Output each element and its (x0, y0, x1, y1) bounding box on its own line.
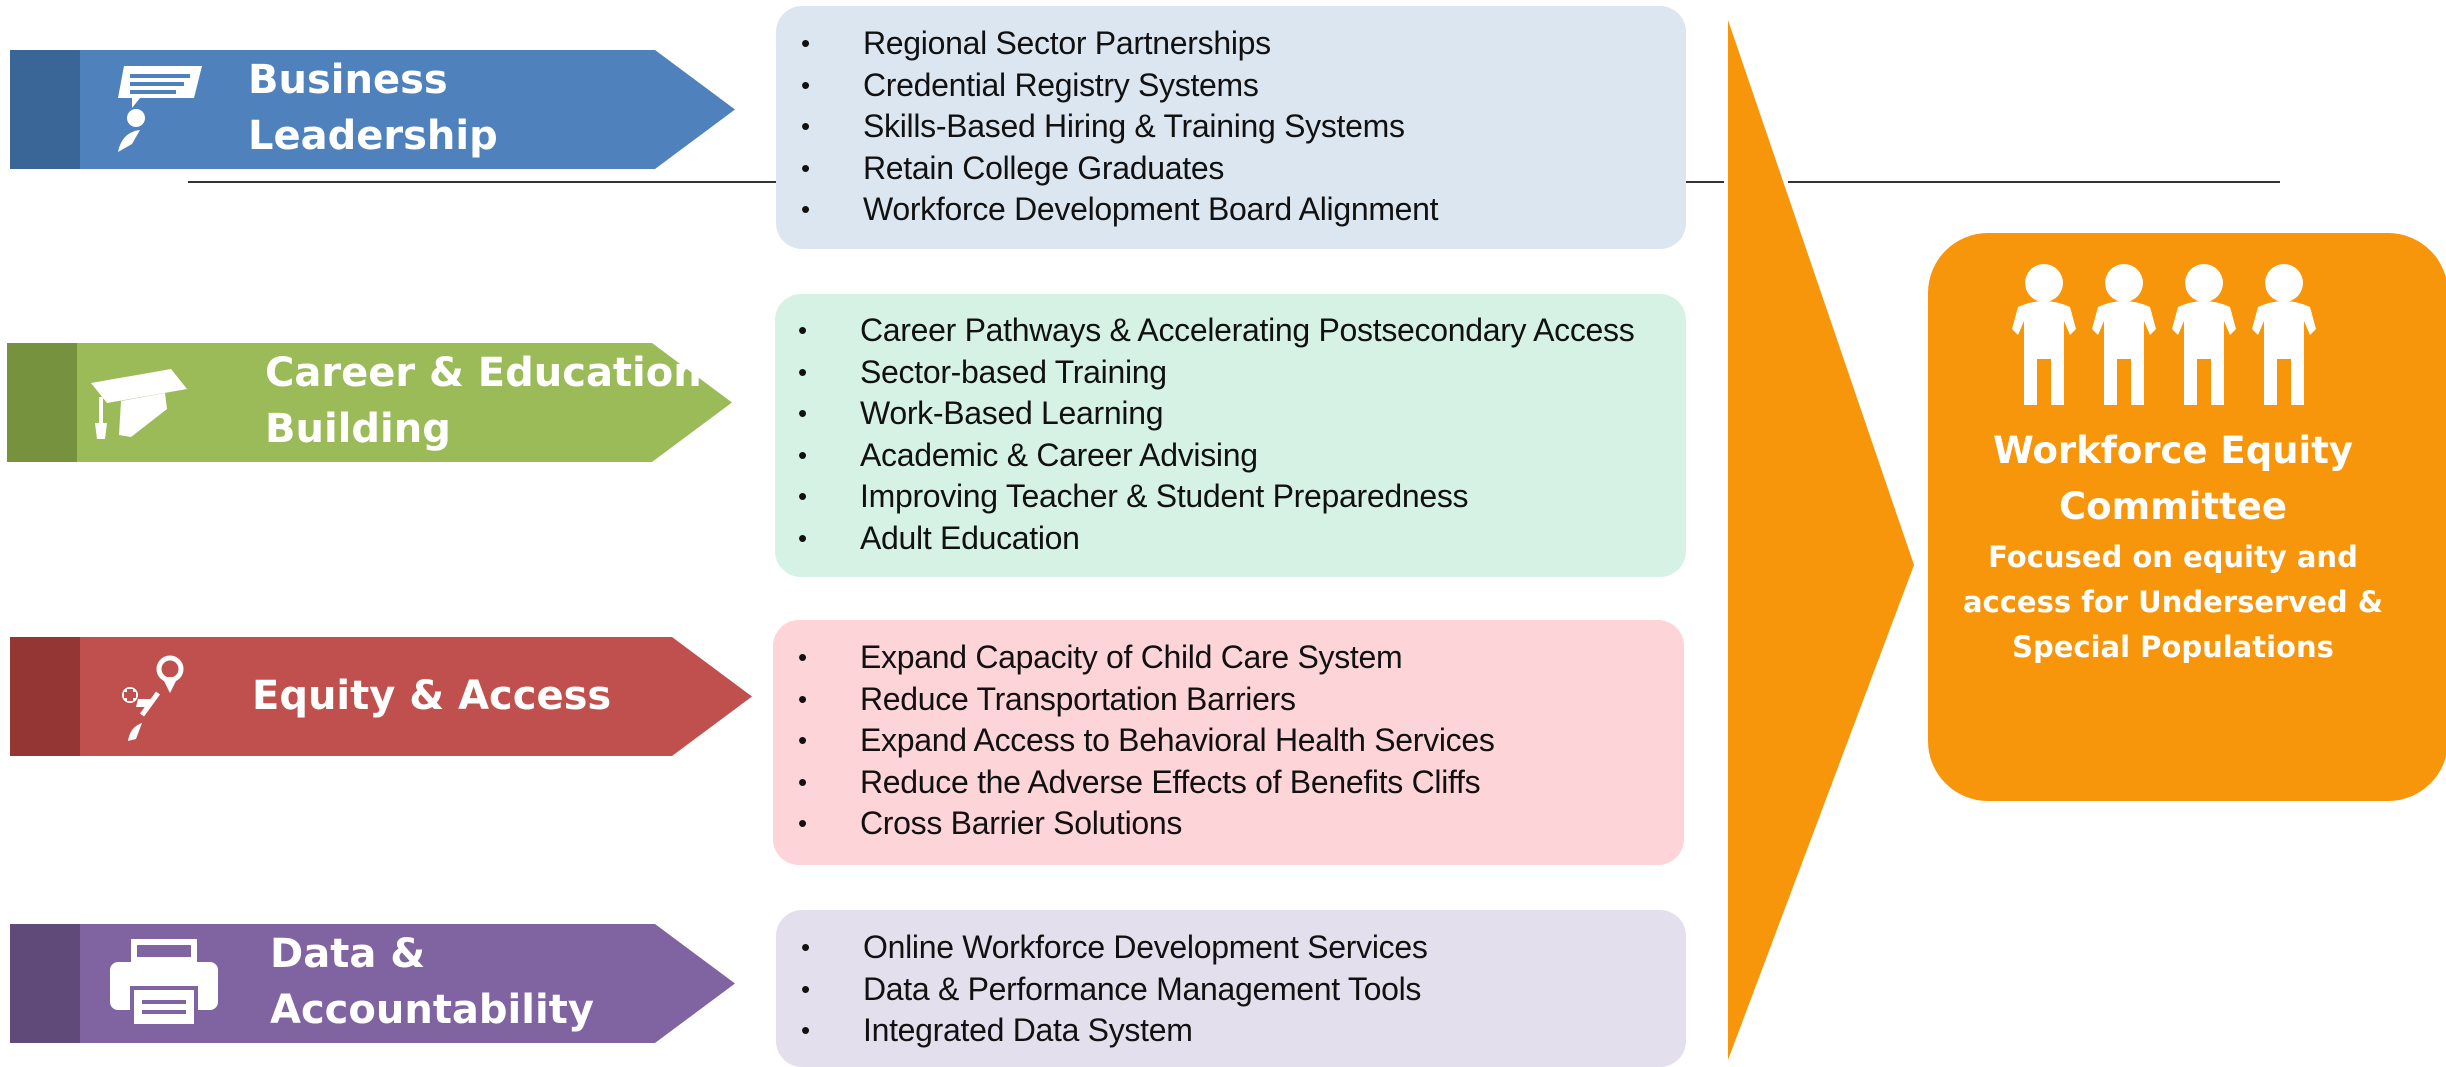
list-item: •Regional Sector Partnerships (801, 25, 1271, 61)
graduation-cap-icon (87, 365, 197, 450)
top-connector-line-mid (1680, 181, 1724, 183)
data-accountability-title: Data & Accountability (270, 931, 594, 1033)
printer-icon (106, 938, 222, 1035)
list-item: •Workforce Development Board Alignment (801, 191, 1439, 227)
top-connector-line-left (188, 181, 780, 183)
arrow-accent-strip (10, 924, 80, 1043)
arrow-accent-strip (10, 637, 80, 756)
career-education-box: •Career Pathways & Accelerating Postseco… (775, 294, 1686, 577)
committee-subtitle: Focused on equity and access for Underse… (1962, 540, 2384, 664)
list-item: •Data & Performance Management Tools (801, 970, 1422, 1007)
arrow-accent-strip (10, 50, 80, 169)
equity-access-title: Equity & Access (252, 673, 612, 719)
equity-access-list: •Expand Capacity of Child Care System •R… (773, 620, 1684, 845)
business-leadership-box: •Regional Sector Partnerships •Credentia… (776, 6, 1686, 249)
career-education-arrow: Career & Education Building (7, 343, 732, 462)
workforce-equity-committee-box: Workforce Equity Committee Focused on eq… (1928, 233, 2446, 801)
data-accountability-list: •Online Workforce Development Services •… (776, 910, 1686, 1052)
list-item: •Cross Barrier Solutions (798, 805, 1183, 841)
list-item: •Reduce Transportation Barriers (798, 680, 1296, 717)
data-accountability-box: •Online Workforce Development Services •… (776, 910, 1686, 1067)
equity-access-arrow: Equity & Access (10, 637, 752, 756)
list-item: •Online Workforce Development Services (801, 929, 1428, 965)
career-education-list: •Career Pathways & Accelerating Postseco… (775, 294, 1686, 559)
speech-bubble-person-icon (110, 60, 210, 165)
list-item: •Career Pathways & Accelerating Postseco… (798, 312, 1635, 348)
list-item: •Reduce the Adverse Effects of Benefits … (798, 763, 1481, 800)
list-item: •Expand Access to Behavioral Health Serv… (798, 722, 1495, 758)
list-item: •Adult Education (798, 519, 1080, 556)
list-item: •Credential Registry Systems (801, 66, 1259, 103)
business-leadership-title: Business Leadership (248, 57, 498, 159)
arrow-shape (10, 637, 752, 756)
business-leadership-arrow: Business Leadership (10, 50, 735, 169)
list-item: •Retain College Graduates (801, 149, 1225, 186)
top-connector-line-right (1788, 181, 2280, 183)
arrow-accent-strip (7, 343, 77, 462)
list-item: •Integrated Data System (801, 1012, 1193, 1048)
pathway-pin-icon (106, 651, 196, 756)
list-item: •Skills-Based Hiring & Training Systems (801, 108, 1405, 144)
data-accountability-arrow: Data & Accountability (10, 924, 735, 1043)
list-item: •Academic & Career Advising (798, 436, 1258, 473)
list-item: •Work-Based Learning (798, 395, 1164, 431)
committee-title: Workforce Equity Committee (1992, 429, 2354, 528)
arrow-shape (7, 343, 732, 462)
equity-access-box: •Expand Capacity of Child Care System •R… (773, 620, 1684, 865)
list-item: •Improving Teacher & Student Preparednes… (798, 478, 1469, 514)
people-group-icon (2002, 263, 2342, 410)
list-item: •Expand Capacity of Child Care System (798, 639, 1403, 675)
list-item: •Sector-based Training (798, 353, 1167, 390)
big-chevron-arrow (1728, 20, 1914, 1060)
career-education-title: Career & Education Building (265, 350, 702, 452)
business-leadership-list: •Regional Sector Partnerships •Credentia… (776, 6, 1686, 231)
